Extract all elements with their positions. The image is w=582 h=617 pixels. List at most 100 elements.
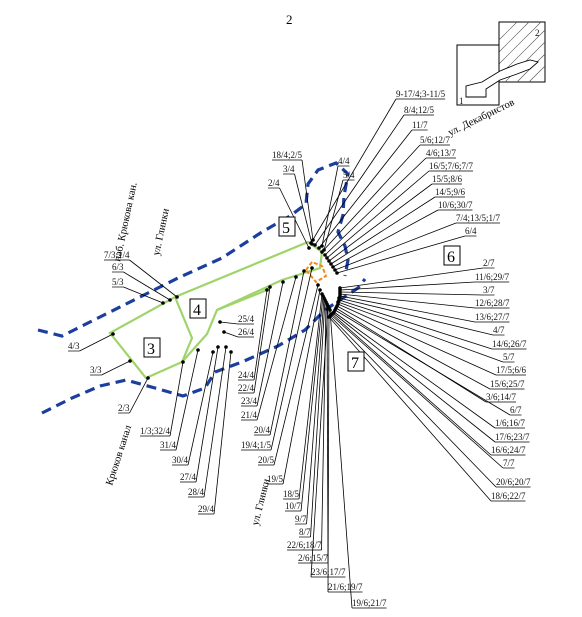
leader-m10 <box>282 289 321 485</box>
label-l1: 9-17/4;3-11/5 <box>396 89 446 99</box>
point-m2 <box>222 330 226 334</box>
leader-r10 <box>336 305 491 390</box>
label-s1: 1/3;32/4 <box>140 426 171 436</box>
point-t3 <box>307 246 311 250</box>
zone-5-outline <box>304 260 328 284</box>
leader-b5 <box>321 301 327 551</box>
point-w4 <box>111 332 115 336</box>
point-labels: 9-17/4;3-11/5 8/4;12/5 11/7 5/6;12/7 4/6… <box>68 89 531 608</box>
boundary-lower <box>41 278 367 415</box>
label-l4: 5/6;12/7 <box>420 135 451 145</box>
label-l8: 14/5;9/6 <box>435 187 466 197</box>
leader-s6 <box>213 351 232 515</box>
label-l3: 11/7 <box>412 120 428 130</box>
point-t5 <box>322 248 326 252</box>
label-r2: 11/6;29/7 <box>475 272 510 282</box>
inset-number-2: 2 <box>535 28 540 38</box>
label-w4: 4/3 <box>68 341 80 351</box>
street-glinki-top: ул. Глинки <box>151 207 172 256</box>
zone-5-label: 5 <box>282 220 290 237</box>
point-m3 <box>265 288 269 292</box>
zone-6-label: 6 <box>447 249 455 266</box>
point-s1 <box>181 360 185 364</box>
label-r14: 17/6;23/7 <box>495 432 530 442</box>
leader-r2 <box>339 281 476 291</box>
label-m5: 23/4 <box>241 396 258 406</box>
zone-5: 5 <box>278 216 296 237</box>
leader-lines <box>68 98 531 609</box>
point-s2 <box>196 348 200 352</box>
leader-l8 <box>330 196 436 265</box>
label-r11: 3/6;14/7 <box>486 392 517 402</box>
point-w5 <box>128 359 132 363</box>
label-b9: 19/6;21/7 <box>352 598 387 608</box>
leader-r3 <box>339 291 484 296</box>
leader-r17 <box>329 315 497 488</box>
label-r3: 3/7 <box>483 285 495 295</box>
label-b5: 22/6;18/7 <box>287 540 322 550</box>
leader-b6 <box>326 303 329 564</box>
point-m8 <box>310 266 314 270</box>
point-m1 <box>218 320 222 324</box>
point-l9 <box>331 265 335 269</box>
label-r15: 16/6;24/7 <box>491 445 526 455</box>
label-m9: 20/5 <box>258 455 275 465</box>
label-s3: 30/4 <box>172 455 189 465</box>
leader-w3 <box>123 286 164 304</box>
leader-s3 <box>187 351 214 466</box>
street-krukov-canal: Крюков канал <box>104 424 134 487</box>
parcel-inner-line <box>216 287 271 312</box>
point-m6 <box>294 275 298 279</box>
point-t2 <box>310 242 314 246</box>
label-m8: 19/4;1/5 <box>241 440 272 450</box>
leader-b2 <box>300 295 324 512</box>
leader-r18 <box>328 316 492 502</box>
parcel-outline <box>108 240 324 380</box>
label-l2: 8/4;12/5 <box>404 105 435 115</box>
leader-r7 <box>338 299 493 350</box>
label-l5: 4/6;13/7 <box>426 148 457 158</box>
leader-w6 <box>129 377 149 414</box>
label-b8: 21/6;19/7 <box>328 582 363 592</box>
leader-r16 <box>330 314 504 469</box>
label-l7: 15/5;8/6 <box>432 174 463 184</box>
leader-w1 <box>129 259 178 298</box>
leader-r5 <box>339 295 476 323</box>
leader-l2 <box>314 114 405 246</box>
leader-r14 <box>332 312 496 443</box>
label-w6: 2/3 <box>118 403 130 413</box>
label-r8: 5/7 <box>503 352 515 362</box>
leader-t5 <box>323 179 344 251</box>
point-t1 <box>311 238 315 242</box>
leader-s2 <box>175 349 199 451</box>
label-t4: 4/4 <box>338 156 350 166</box>
leader-t2 <box>294 173 313 245</box>
label-r18: 18/6;22/7 <box>491 491 526 501</box>
leader-m1 <box>219 321 239 325</box>
point-l2 <box>313 243 317 247</box>
boundary-upper <box>37 161 350 338</box>
leader-r9 <box>337 303 497 376</box>
point-m9 <box>316 283 320 287</box>
label-t2: 3/4 <box>283 164 295 174</box>
point-l7 <box>327 259 331 263</box>
point-m7 <box>302 269 306 273</box>
zone-7: 7 <box>347 351 365 372</box>
leader-b9 <box>329 309 353 609</box>
label-b6: 2/6;15/7 <box>298 553 329 563</box>
leader-l4 <box>321 144 421 253</box>
point-l10 <box>333 268 337 272</box>
inset-number-1: 1 <box>459 96 464 106</box>
label-b2: 10/7 <box>285 501 302 511</box>
leader-s4 <box>195 346 219 483</box>
leader-t4 <box>321 165 339 247</box>
parcel-division-3-4 <box>173 296 194 363</box>
leader-r15 <box>331 313 492 456</box>
label-w2: 6/3 <box>112 262 124 272</box>
label-m10: 19/5 <box>267 474 284 484</box>
zone-4-label: 4 <box>193 302 201 319</box>
point-m4 <box>268 285 272 289</box>
label-l11: 6/4 <box>465 226 477 236</box>
leader-m4 <box>253 286 271 394</box>
